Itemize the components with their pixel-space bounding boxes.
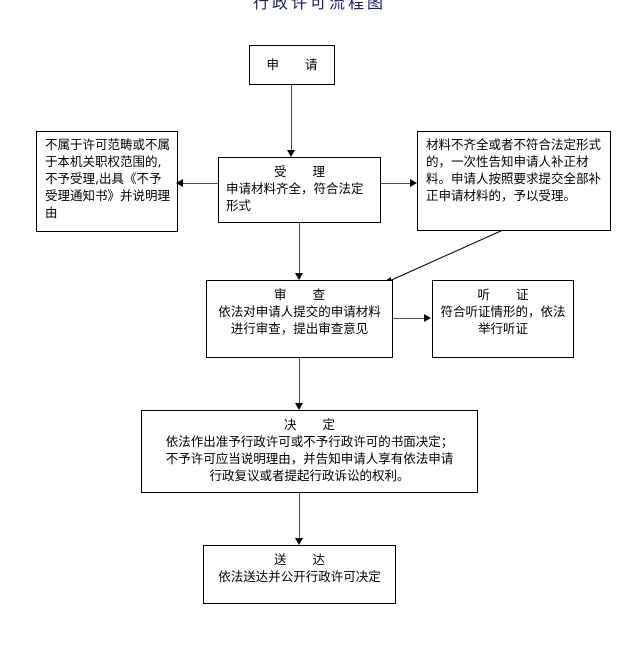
connector-apply-to-accept: [291, 85, 292, 150]
connector-accept-to-supplement: [380, 183, 412, 184]
node-decision-body: 依法作出准予行政许可或不予行政许可的书面决定； 不予许可应当说明理由，并告知申请…: [165, 434, 454, 483]
node-supplement-body: 材料不齐全或者不符合法定形式的，一次性告知申请人补正材料。申请人按照要求提交全部…: [426, 137, 602, 203]
node-decision-title: 决 定: [284, 417, 341, 432]
arrowhead-apply-to-accept: [287, 150, 295, 157]
arrowhead-accept-to-supplement: [410, 179, 417, 187]
node-accept-title: 受 理: [274, 164, 331, 179]
node-review-body: 依法对申请人提交的申请材料 进行审查，提出审查意见: [218, 304, 381, 336]
node-apply-title: 申 请: [266, 57, 324, 72]
node-review-title: 审 查: [274, 287, 331, 302]
node-deliver-title: 送 达: [274, 552, 331, 567]
connector-supplement-to-review: [375, 228, 505, 286]
node-accept[interactable]: 受 理 申请材料齐全，符合法定形式: [218, 157, 381, 223]
connector-decision-to-deliver: [299, 492, 300, 538]
arrowhead-accept-to-review: [295, 273, 303, 280]
arrowhead-review-to-decision: [295, 403, 303, 410]
node-deliver[interactable]: 送 达 依法送达并公开行政许可决定: [203, 545, 396, 604]
node-review[interactable]: 审 查 依法对申请人提交的申请材料 进行审查，提出审查意见: [206, 280, 393, 358]
node-apply[interactable]: 申 请: [249, 45, 335, 85]
connector-accept-to-reject: [182, 183, 219, 184]
connector-review-to-decision: [299, 357, 300, 403]
node-decision[interactable]: 决 定 依法作出准予行政许可或不予行政许可的书面决定； 不予许可应当说明理由，并…: [141, 410, 478, 493]
node-hearing[interactable]: 听 证 符合听证情形的，依法 举行听证: [432, 280, 574, 358]
node-reject-body: 不属于许可范畴或不属于本机关职权范围的,不予受理,出具《不予受理通知书》并说明理…: [45, 137, 171, 220]
page-title: 行政许可流程图: [252, 0, 386, 12]
arrowhead-review-to-hearing: [424, 314, 431, 322]
connector-accept-to-review: [299, 222, 300, 273]
arrowhead-decision-to-deliver: [295, 538, 303, 545]
connector-review-to-hearing: [392, 318, 425, 319]
node-deliver-body: 依法送达并公开行政许可决定: [218, 569, 381, 584]
node-hearing-body: 符合听证情形的，依法 举行听证: [440, 304, 566, 336]
node-supplement[interactable]: 材料不齐全或者不符合法定形式的，一次性告知申请人补正材料。申请人按照要求提交全部…: [417, 131, 611, 231]
node-reject[interactable]: 不属于许可范畴或不属于本机关职权范围的,不予受理,出具《不予受理通知书》并说明理…: [36, 131, 178, 232]
arrowhead-accept-to-reject: [176, 179, 183, 187]
node-hearing-title: 听 证: [477, 287, 535, 302]
node-accept-body: 申请材料齐全，符合法定形式: [226, 181, 364, 213]
